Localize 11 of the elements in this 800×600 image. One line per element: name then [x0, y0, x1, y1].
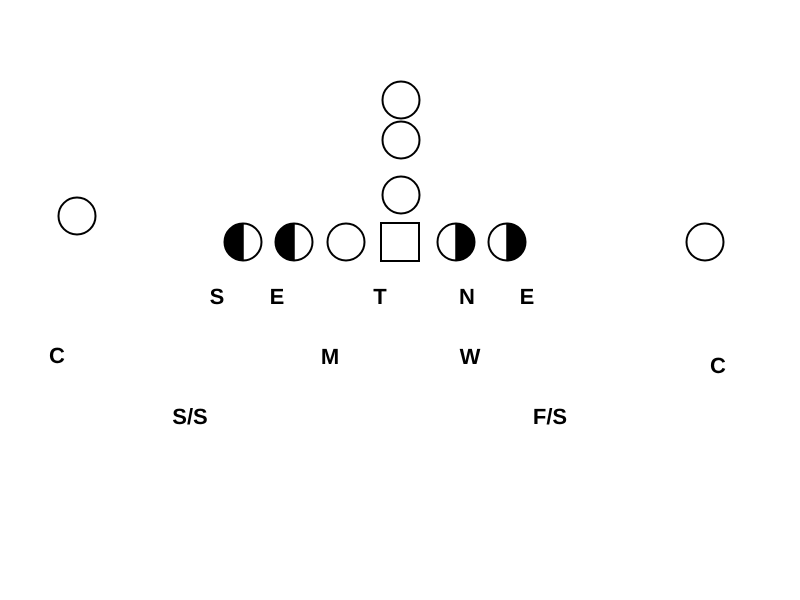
- position-label: F/S: [532, 406, 568, 428]
- position-label: E: [520, 286, 534, 308]
- position-label: W: [460, 346, 480, 368]
- position-label: C: [710, 355, 726, 377]
- position-label: S/S: [172, 406, 208, 428]
- position-label: S: [210, 286, 224, 308]
- position-label: M: [320, 346, 340, 368]
- position-label: T: [373, 286, 387, 308]
- position-label: N: [459, 286, 475, 308]
- position-label: E: [270, 286, 284, 308]
- position-label: C: [49, 345, 65, 367]
